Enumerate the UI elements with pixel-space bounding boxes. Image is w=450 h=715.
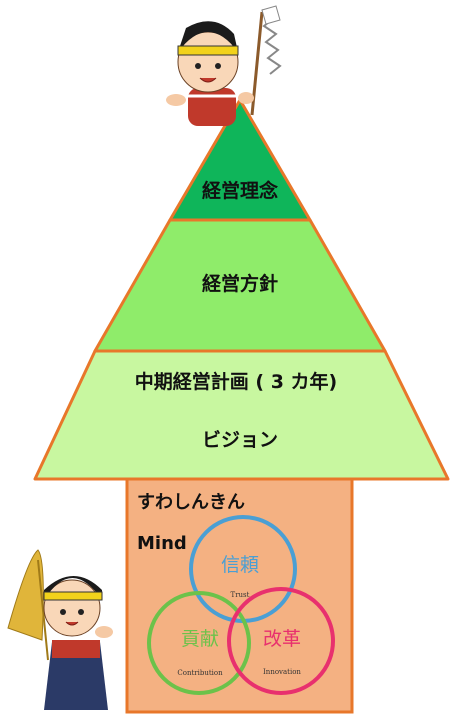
trust-english: Trust	[231, 591, 250, 599]
mascot-bottom-illustration	[7, 549, 113, 710]
trust-kanji: 信頼	[221, 554, 259, 576]
innovation-kanji: 改革	[263, 628, 301, 650]
venn-diagram: 信頼 Trust 貢献 Contribution 改革 Innovation	[147, 515, 335, 695]
tier-bottom-label-line1: 中期経営計画 ( 3 カ年)	[135, 370, 337, 393]
mind-title-line1: すわしんきん	[137, 492, 245, 513]
tier-top-label: 経営理念	[202, 179, 278, 202]
tier-middle-label: 経営方針	[202, 272, 278, 295]
contribution-circle	[147, 591, 251, 695]
contribution-kanji: 貢献	[181, 628, 219, 650]
pyramid-tier-bottom	[33, 349, 450, 481]
mascot-top-illustration	[166, 5, 282, 126]
innovation-circle	[227, 587, 335, 695]
tier-bottom-label-line2: ビジョン	[202, 429, 278, 451]
innovation-english: Innovation	[263, 668, 301, 676]
mind-title-line2: Mind	[137, 533, 187, 554]
contribution-english: Contribution	[177, 669, 223, 677]
